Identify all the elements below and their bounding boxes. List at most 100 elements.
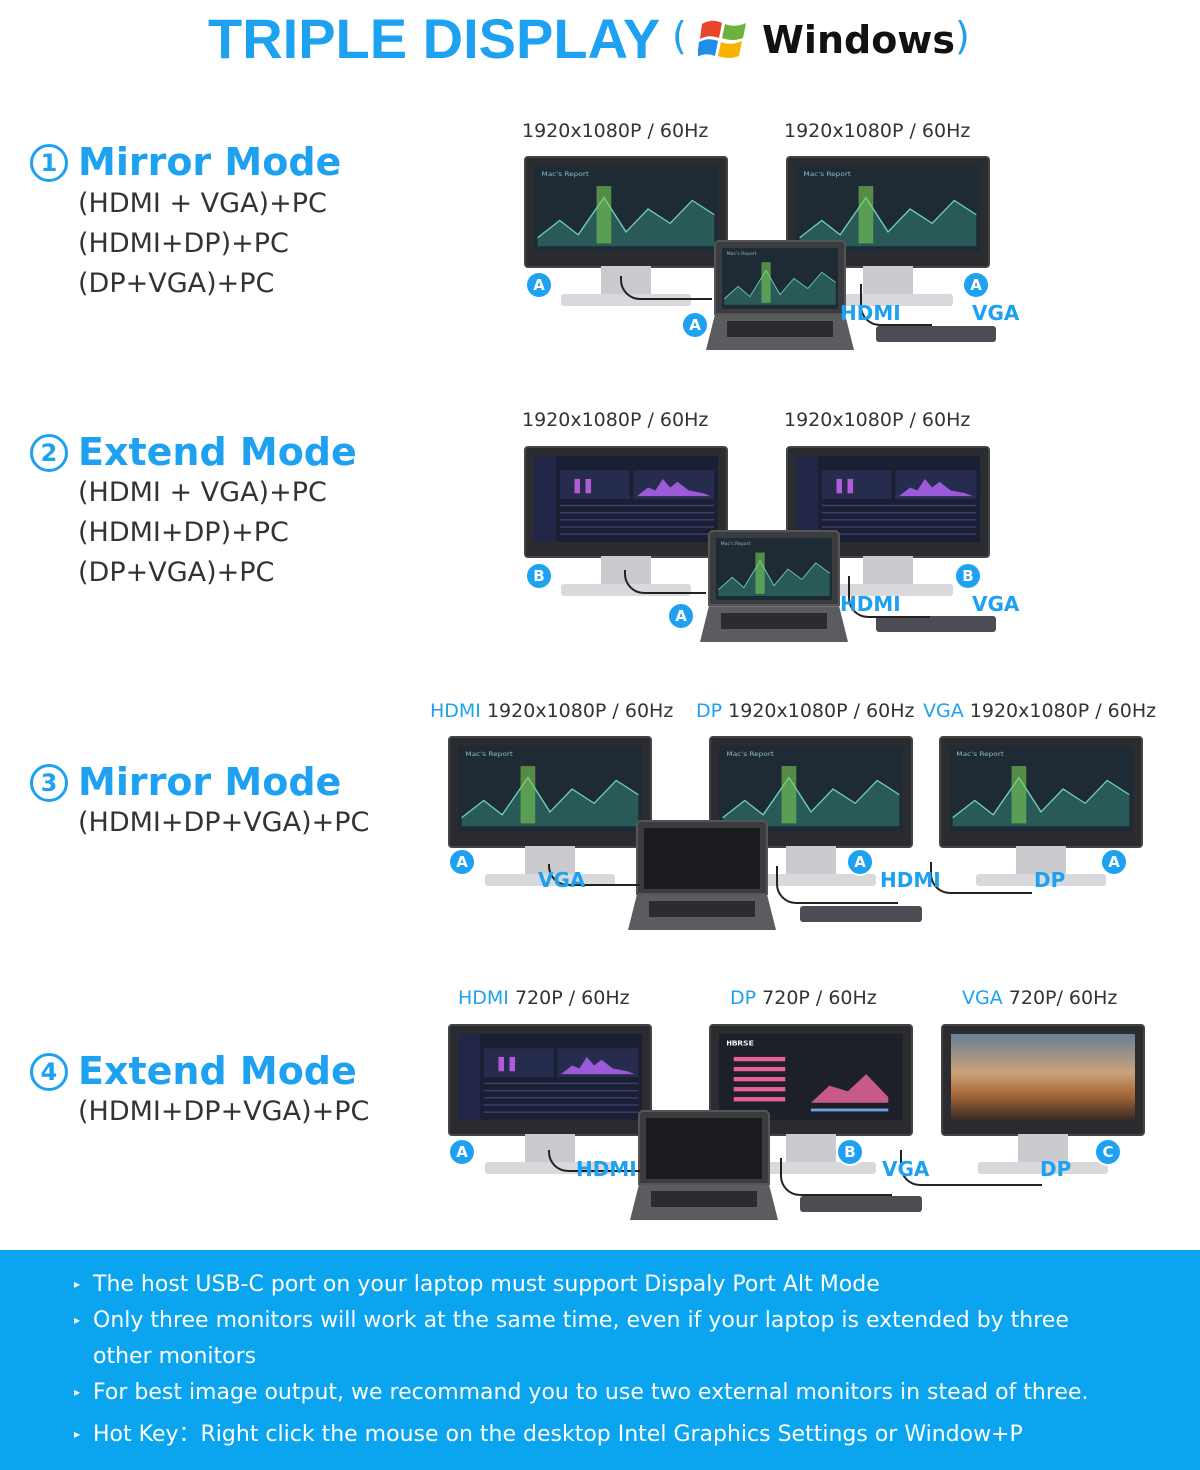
- port-label-dp: DP: [1034, 868, 1066, 892]
- port-label-hdmi: HDMI: [576, 1157, 637, 1181]
- screen-line-chart-illustration: Mac's Report: [796, 166, 980, 252]
- badge-a-icon: A: [667, 602, 695, 630]
- cable: [624, 570, 706, 594]
- svg-text:Mac's Report: Mac's Report: [727, 251, 757, 257]
- screen-line-chart-illustration: Mac's Report: [722, 248, 838, 309]
- mode-3-title: 3 Mirror Mode: [30, 760, 341, 804]
- cable: [848, 576, 930, 618]
- screen-dashboard-illustration: [458, 1034, 642, 1120]
- note-item: ▸Only three monitors will work at the sa…: [74, 1308, 1069, 1333]
- port-label-hdmi: HDMI: [880, 868, 941, 892]
- screen-line-chart-illustration: Mac's Report: [458, 746, 642, 832]
- port-name: HDMI: [458, 987, 509, 1009]
- badge-a-icon: A: [1100, 848, 1128, 876]
- mode-title-text: Mirror Mode: [78, 140, 342, 184]
- mode-3-res-3: VGA 1920x1080P / 60Hz: [923, 700, 1156, 722]
- svg-text:Mac's Report: Mac's Report: [803, 171, 851, 178]
- mode-4-res-2: DP 720P / 60Hz: [730, 987, 877, 1009]
- port-label-vga: VGA: [538, 868, 586, 892]
- monitor-right: [786, 446, 990, 596]
- port-label-hdmi: HDMI: [840, 592, 901, 616]
- badge-b-icon: B: [954, 562, 982, 590]
- badge-a-icon: A: [681, 311, 709, 339]
- triangle-bullet-icon: ▸: [74, 1277, 81, 1291]
- badge-a-icon: A: [846, 848, 874, 876]
- mode-1-config-3: (DP+VGA)+PC: [78, 268, 275, 299]
- resolution-text: 1920x1080P / 60Hz: [784, 409, 971, 431]
- laptop: Mac's Report: [706, 240, 854, 350]
- badge-b-icon: B: [836, 1138, 864, 1166]
- mode-2-config-2: (HDMI+DP)+PC: [78, 517, 289, 548]
- note-text: The host USB-C port on your laptop must …: [93, 1272, 880, 1297]
- svg-text:Mac's Report: Mac's Report: [956, 751, 1004, 758]
- laptop: [630, 1110, 778, 1220]
- port-label-vga: VGA: [972, 592, 1020, 616]
- screen-line-chart-illustration: Mac's Report: [949, 746, 1133, 832]
- port-name: DP: [730, 987, 757, 1009]
- title-paren-open: (: [672, 14, 687, 58]
- mode-4-res-3: VGA 720P/ 60Hz: [962, 987, 1117, 1009]
- screen-dashboard-illustration: [796, 456, 980, 542]
- mode-1-res-2: 1920x1080P / 60Hz: [784, 120, 970, 142]
- port-name: HDMI: [430, 700, 481, 722]
- cable: [776, 866, 898, 904]
- mode-number-badge: 3: [30, 764, 68, 802]
- badge-a-icon: A: [448, 848, 476, 876]
- windows-flag-icon: [698, 20, 746, 58]
- screen-hbrse-illustration: HBRSE: [726, 1039, 889, 1112]
- screen-dashboard-illustration: [534, 456, 718, 542]
- port-name: DP: [696, 700, 723, 722]
- screen-line-chart-illustration: Mac's Report: [716, 538, 832, 601]
- monitor-dp: Mac's Report: [709, 736, 913, 886]
- page-header: TRIPLE DISPLAY ( Windows ): [0, 4, 1200, 70]
- port-label-hdmi: HDMI: [840, 301, 901, 325]
- mode-2-res-2: 1920x1080P / 60Hz: [784, 409, 970, 431]
- note-text: Hot Key：Right click the mouse on the des…: [93, 1422, 1023, 1447]
- mode-number-badge: 1: [30, 144, 68, 182]
- port-label-vga: VGA: [882, 1157, 930, 1181]
- mode-4-config-1: (HDMI+DP+VGA)+PC: [78, 1096, 370, 1127]
- title-paren-close: ): [955, 14, 970, 58]
- mode-1-config-2: (HDMI+DP)+PC: [78, 228, 289, 259]
- screen-line-chart-illustration: Mac's Report: [719, 746, 903, 832]
- note-item: ▸ The host USB-C port on your laptop must…: [74, 1272, 880, 1297]
- svg-text:Mac's Report: Mac's Report: [726, 751, 774, 758]
- usb-c-hub: [876, 616, 996, 632]
- mode-2-config-3: (DP+VGA)+PC: [78, 557, 275, 588]
- mode-number-badge: 2: [30, 434, 68, 472]
- resolution-text: 720P / 60Hz: [762, 987, 877, 1009]
- triangle-bullet-icon: ▸: [74, 1385, 81, 1399]
- svg-text:Mac's Report: Mac's Report: [465, 751, 513, 758]
- svg-text:Mac's Report: Mac's Report: [541, 171, 589, 178]
- mode-title-text: Mirror Mode: [78, 760, 342, 804]
- mode-4-res-1: HDMI 720P / 60Hz: [458, 987, 630, 1009]
- mode-2-res-1: 1920x1080P / 60Hz: [522, 409, 708, 431]
- note-item-continued: other monitors: [74, 1344, 256, 1369]
- laptop: [628, 820, 776, 930]
- note-item: ▸For best image output, we recommand you…: [74, 1380, 1089, 1405]
- mode-3-res-2: DP 1920x1080P / 60Hz: [696, 700, 914, 722]
- monitor-hdmi: Mac's Report: [448, 736, 652, 886]
- port-label-vga: VGA: [972, 301, 1020, 325]
- mode-1-config-1: (HDMI + VGA)+PC: [78, 188, 327, 219]
- triangle-bullet-icon: ▸: [74, 1427, 81, 1441]
- badge-b-icon: B: [525, 562, 553, 590]
- mode-1-title: 1 Mirror Mode: [30, 140, 341, 184]
- port-name: VGA: [962, 987, 1003, 1009]
- mode-3-config-1: (HDMI+DP+VGA)+PC: [78, 807, 370, 838]
- cable: [860, 284, 932, 326]
- windows-label: Windows: [762, 18, 956, 62]
- note-item: ▸ Hot Key：Right click the mouse on the de…: [74, 1416, 1023, 1448]
- resolution-text: 720P / 60Hz: [514, 987, 630, 1009]
- resolution-text: 720P/ 60Hz: [1008, 987, 1118, 1009]
- cable: [930, 862, 1032, 894]
- resolution-text: 1920x1080P / 60Hz: [784, 120, 971, 142]
- cable: [780, 1158, 892, 1196]
- screen-line-chart-illustration: Mac's Report: [534, 166, 718, 252]
- monitor-vga: [941, 1024, 1145, 1174]
- resolution-text: 1920x1080P / 60Hz: [522, 409, 709, 431]
- mode-2-config-1: (HDMI + VGA)+PC: [78, 477, 327, 508]
- badge-c-icon: C: [1094, 1138, 1122, 1166]
